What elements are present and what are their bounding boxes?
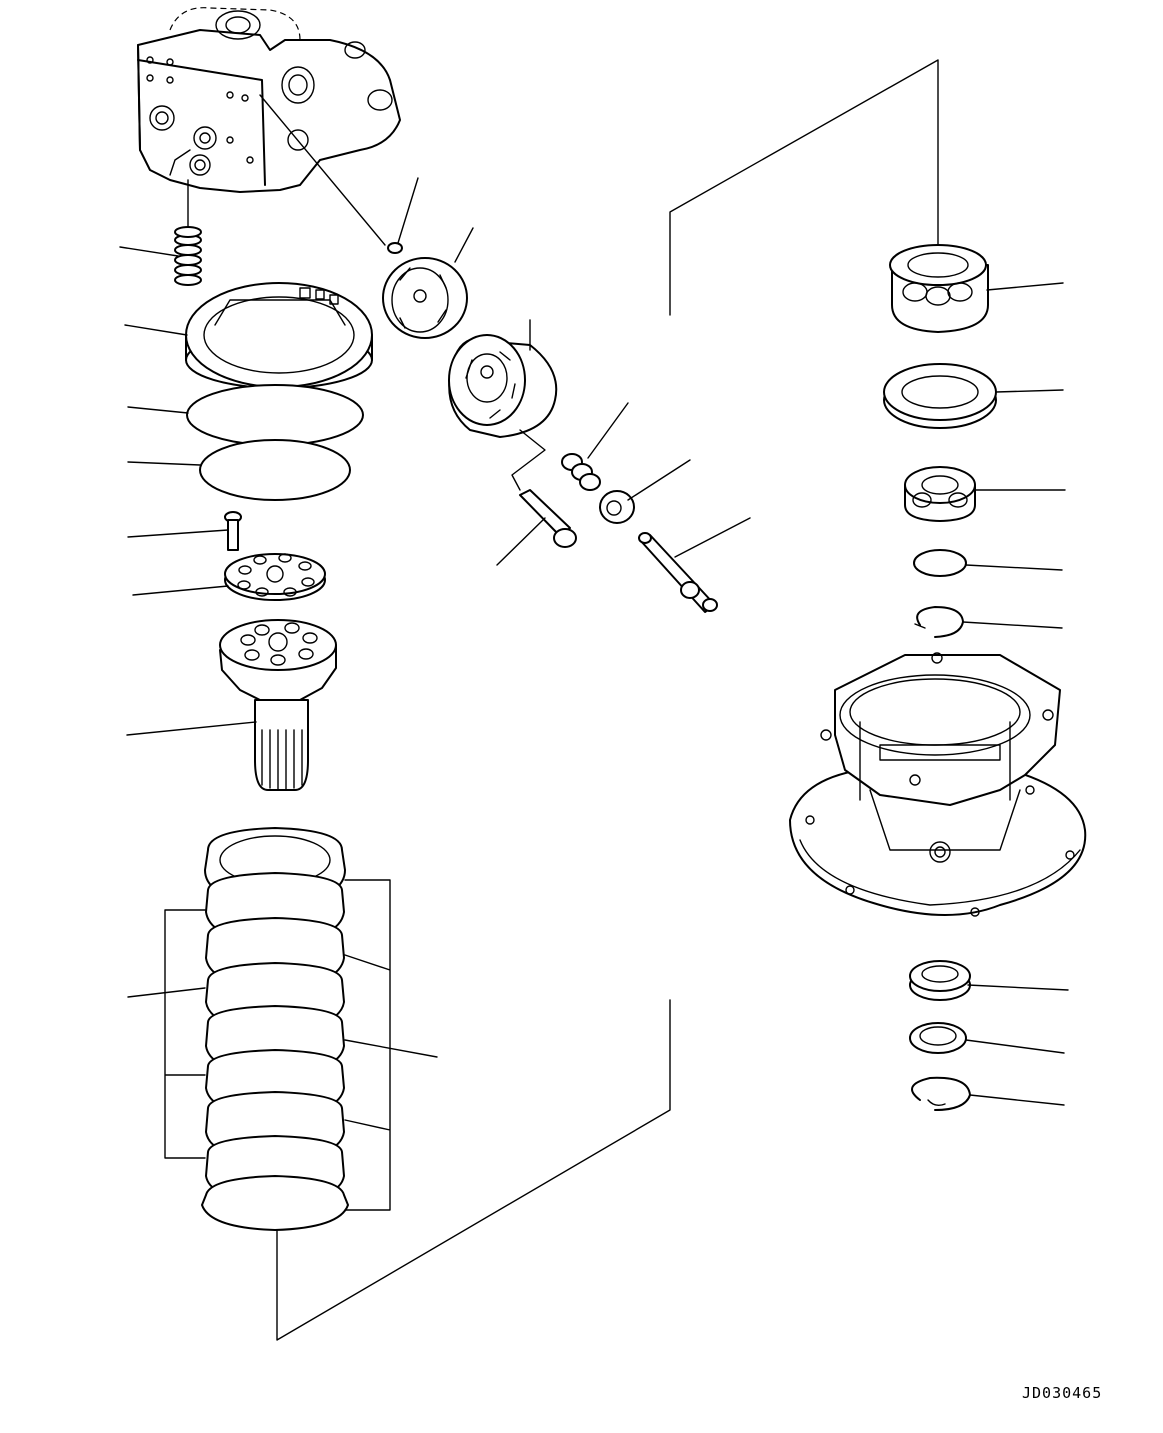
spring-small — [562, 454, 600, 490]
motor-case — [790, 653, 1085, 916]
guide-line — [260, 95, 385, 245]
circlip — [915, 607, 963, 637]
collar — [600, 491, 634, 523]
bracket-left — [165, 910, 205, 1158]
brake-disc-stack — [202, 828, 348, 1230]
valve-plate — [383, 258, 467, 338]
brake-piston — [186, 283, 372, 388]
needle-bearing — [910, 961, 970, 1000]
piston — [520, 490, 576, 547]
thrust-washer — [910, 1023, 966, 1053]
screw — [225, 512, 241, 550]
seal-ring — [884, 364, 996, 428]
o-ring-small — [200, 440, 350, 500]
roller-bearing-large — [890, 245, 988, 332]
bracket-right — [345, 880, 390, 1210]
drawing-code: JD030465 — [1022, 1384, 1103, 1402]
shaft — [220, 620, 336, 790]
retainer-plate — [225, 554, 325, 600]
retaining-ring — [912, 1078, 970, 1110]
valve-spool — [639, 533, 717, 612]
snap-ring — [914, 550, 966, 576]
cylinder-block — [449, 335, 556, 437]
roller-bearing-small — [905, 467, 975, 521]
spring — [175, 227, 201, 285]
motor-housing — [138, 8, 400, 192]
o-ring-large — [187, 385, 363, 445]
assembly-frame — [670, 60, 938, 315]
pin — [388, 243, 402, 253]
guide-line — [512, 430, 545, 490]
assembly-frame — [277, 1000, 670, 1340]
leader-lines — [120, 178, 1068, 1105]
